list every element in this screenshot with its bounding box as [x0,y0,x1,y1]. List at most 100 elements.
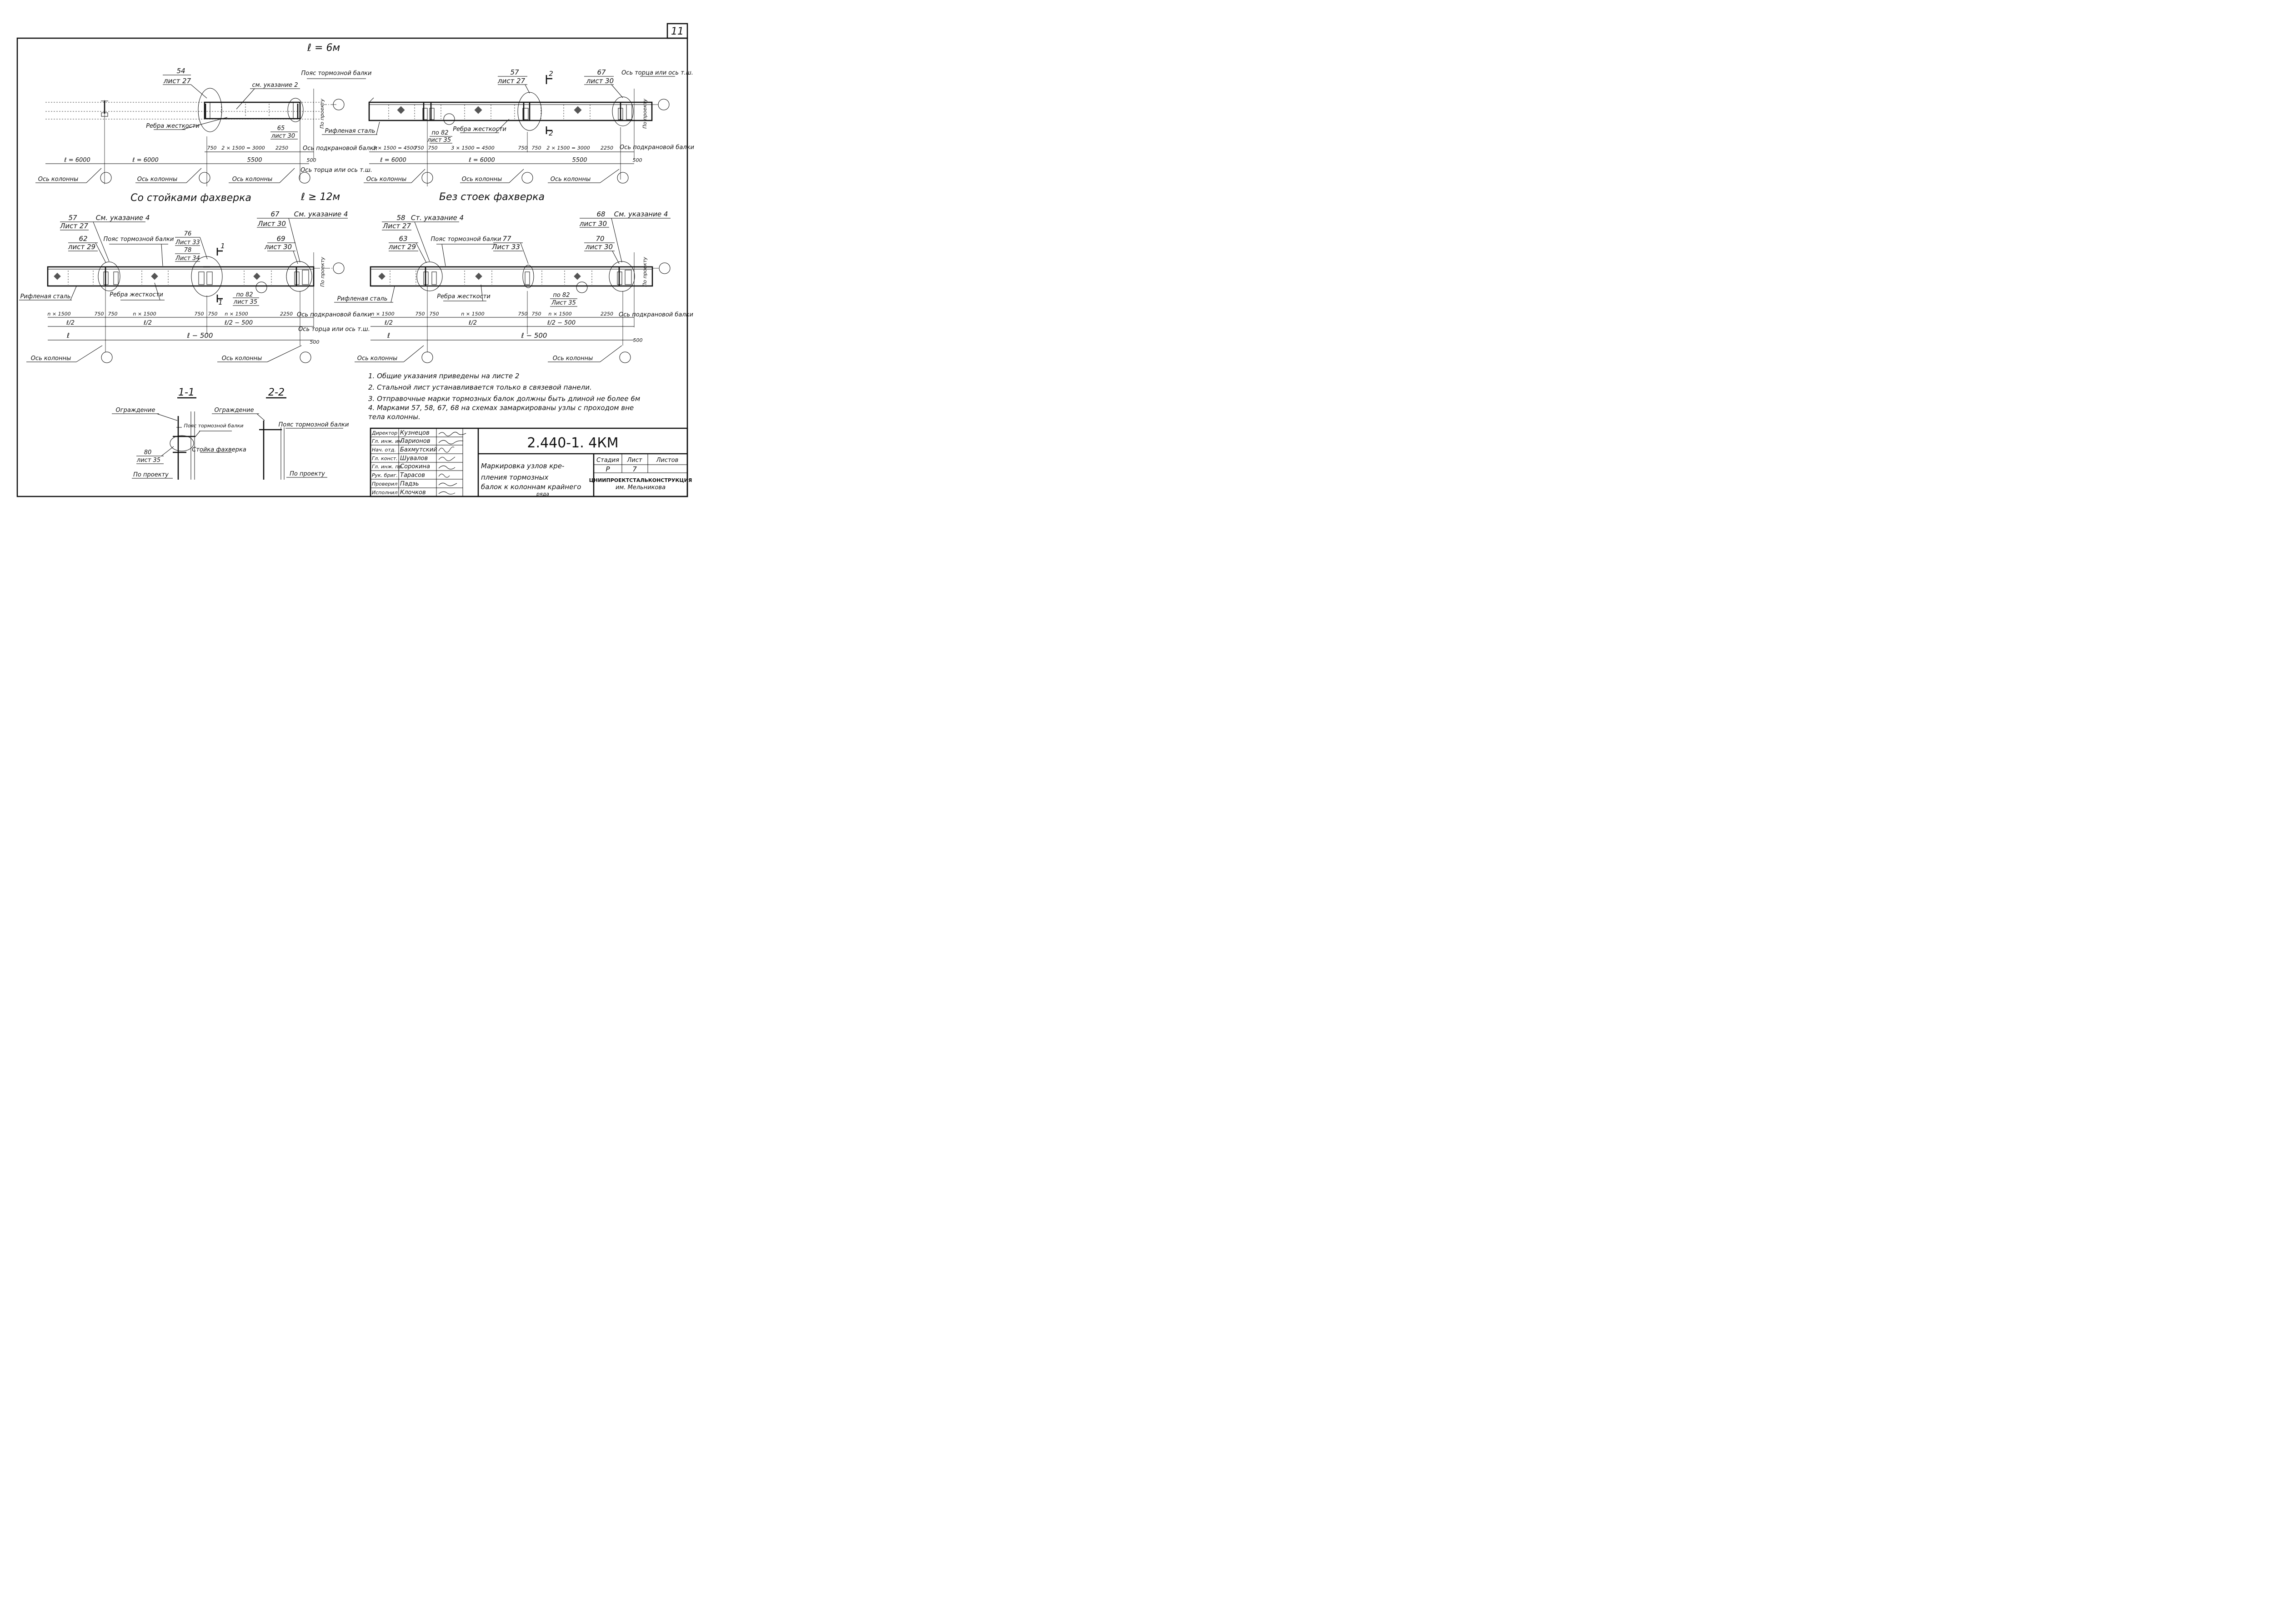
bl-dim-6: n × 1500 [225,311,248,317]
sheet-number: 11 [671,26,684,37]
bl-dim-1: 750 [95,311,104,317]
note-2: 2. Стальной лист устанавливается только … [368,383,592,391]
tl-l3: 5500 [247,157,262,164]
bl-sheet2: лист 29 [68,243,95,251]
sig-role-7: Исполнил [372,490,398,496]
br-sheet7: Лист 35 [551,300,576,306]
sec22-chord: Пояс тормозной балки [279,421,349,428]
br-sheet2: лист 29 [388,243,416,251]
tl-chord: Пояс тормозной балки [301,70,372,77]
sig-role-4: Гл. инж. пр. [372,464,403,470]
drawing-canvas: 11 ℓ = 6м ℓ ≥ 12м Со стойками фахверка Б… [16,23,694,497]
bl-dim-7: 2250 [280,311,293,317]
br-design: По проекту [642,257,648,287]
bl-sheet1: Лист 27 [60,222,88,230]
sig-role-6: Проверил [372,481,397,487]
br-dim-4: 750 [518,311,528,317]
bl-mark5: 67 [270,210,280,218]
br-note5: См. указание 4 [614,210,668,218]
tr-ribs: Ребра жесткости [453,126,506,133]
bl-l1: ℓ [66,331,70,340]
bl-mark4: 78 [184,247,192,254]
tl-col-axis-1: Ось колонны [38,176,79,183]
tr-end-axis: Ось торца или ось т.ш. [621,70,693,76]
tr-sheet2: лист 30 [586,77,614,85]
bl-sheet5: Лист 30 [257,220,286,228]
tl-l1: ℓ = 6000 [64,157,90,164]
tr-l3: 5500 [572,157,587,164]
tr-dim-1: 750 [415,145,424,151]
sig-role-3: Гл. конст. [372,456,398,461]
br-sheet6: лист 30 [585,243,613,251]
bl-dim-3: n × 1500 [133,311,156,317]
br-mark2: 63 [399,235,407,243]
sec22-fence: Ограждение [215,407,254,414]
tl-col-axis-2: Ось колонны [137,176,178,183]
br-mark6: 70 [596,235,604,243]
bl-end-axis: Ось торца или ось т.ш. [298,326,370,333]
bl-col-axis-2: Ось колонны [222,355,262,362]
tr-crane-axis: Ось подкрановой балки [620,144,694,151]
top-title: ℓ = 6м [307,42,340,54]
org-subname: им. Мельникова [616,484,666,491]
sig-role-2: Нач. отд. [372,447,396,453]
bl-frac-0: ℓ/2 [66,320,75,326]
tl-sheet2: лист 30 [271,133,295,140]
sig-name-1: Ларионов [400,438,431,445]
br-dim-1: 750 [416,311,425,317]
br-l1: ℓ [387,331,390,340]
br-mark7: по 82 [553,292,570,299]
sig-name-0: Кузнецов [400,430,430,436]
br-dim-2: 750 [430,311,439,317]
tl-mark2: 65 [277,125,285,132]
note-4: 4. Марками 57, 58, 67, 68 на схемах зама… [368,404,634,412]
sec11-post: Стойка фахверка [192,446,246,453]
title-line-2: пления тормозных [481,473,549,481]
sig-name-6: Падэь [400,481,419,487]
bl-mark1: 57 [68,214,77,222]
doc-code: 2.440-1. 4КМ [527,435,618,451]
tr-sheet1: лист 27 [497,77,526,85]
tr-sheet3: лист 35 [427,137,451,144]
bl-sheet3: Лист 33 [175,239,200,246]
diagram-top-right: 57 лист 27 2 2 67 лист 30 Ось торца или … [322,68,694,186]
bl-sheet6: лист 30 [264,243,292,251]
bl-sheet4: Лист 34 [175,255,200,262]
bl-mark7: по 82 [236,291,253,298]
tr-dim-6: 2 × 1500 = 3000 [546,145,590,151]
tr-dim-5: 750 [532,145,541,151]
tr-col-axis-3: Ось колонны [551,176,591,183]
sec11-design: По проекту [133,471,169,478]
sec11-sheet: лист 35 [136,457,160,464]
bl-dim-2: 750 [108,311,118,317]
drawing-sheet: 11 ℓ = 6м ℓ ≥ 12м Со стойками фахверка Б… [0,0,713,508]
tl-sheet1: лист 27 [163,77,191,85]
tl-end-axis: Ось торца или ось т.ш. [300,167,372,174]
br-dim-6: n × 1500 [548,311,571,317]
diagram-bottom-left: 57 Лист 27 См. указание 4 62 лист 29 Поя… [19,210,371,363]
stage-value: Р [606,465,610,473]
tr-design: По проекту [642,99,648,129]
bl-dim-4: 750 [195,311,204,317]
tr-col-axis-2: Ось колонны [462,176,502,183]
title-line-1: Маркировка узлов кре- [481,462,564,470]
br-sheet1: Лист 27 [382,222,411,230]
diagram-bottom-right: 58 Лист 27 Ст. указание 4 63 лист 29 Поя… [334,210,693,363]
mid-span-title: ℓ ≥ 12м [300,191,340,203]
title-line-4: ряда [536,491,549,497]
sec11-fence: Ограждение [116,407,155,414]
tl-col-axis-3: Ось колонны [232,176,273,183]
br-col-axis-2: Ось колонны [553,355,593,362]
tr-dim-7: 2250 [601,145,613,151]
tr-dim-4: 750 [518,145,528,151]
br-l2: ℓ − 500 [521,331,547,340]
bl-dim-0: n × 1500 [47,311,70,317]
tr-l1: ℓ = 6000 [380,157,406,164]
tr-dim-2: 750 [428,145,438,151]
sheet-value: 7 [632,465,637,473]
sheets-header: Листов [656,457,679,464]
br-mark5: 68 [596,210,605,218]
org-name: ЦНИИПРОЕКТСТАЛЬКОНСТРУКЦИЯ [589,477,692,483]
title-block: 2.440-1. 4КМ Директор Кузнецов Гл. инж. … [370,427,692,497]
br-l4: 500 [633,337,643,343]
